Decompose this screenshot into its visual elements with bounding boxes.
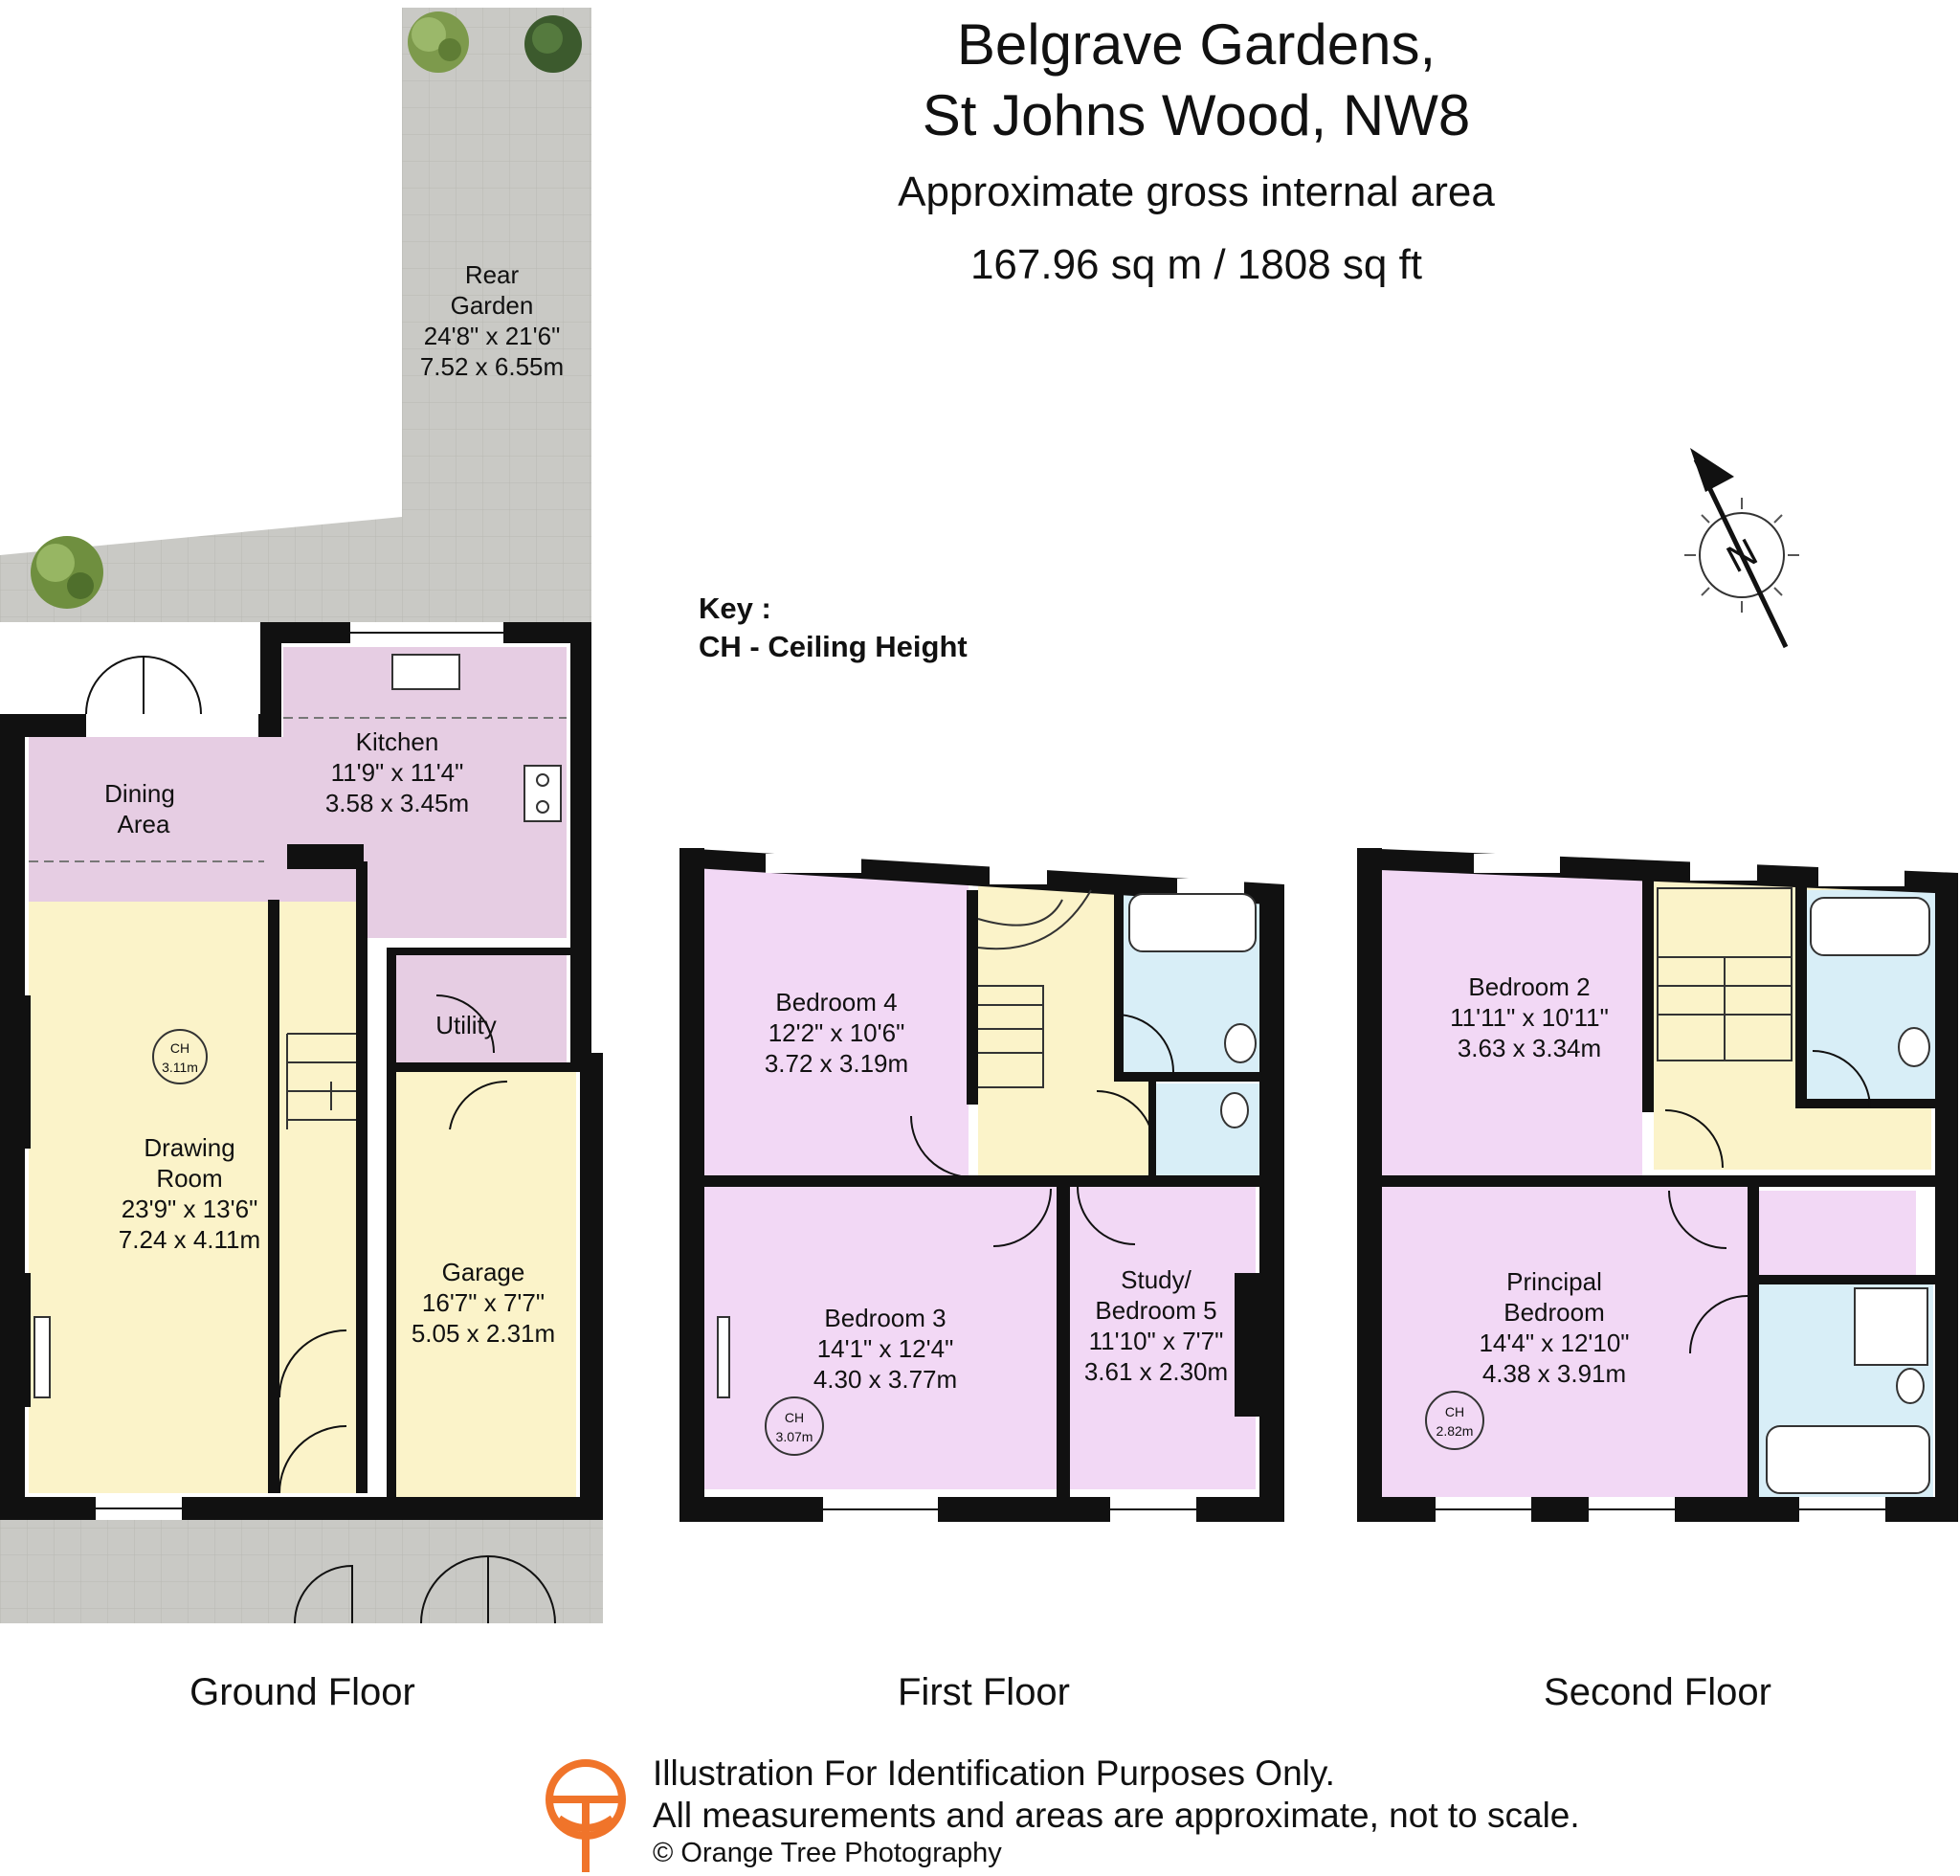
bedroom2-name: Bedroom 2: [1468, 972, 1590, 1001]
bedroom4-floor: [704, 867, 969, 1175]
front-paving: [0, 1520, 603, 1623]
garage-imperial: 16'7" x 7'7": [422, 1288, 545, 1317]
bedroom2-imperial: 11'11" x 10'11": [1450, 1003, 1609, 1032]
drawing-imperial: 23'9" x 13'6": [122, 1195, 258, 1223]
study-metric: 3.61 x 2.30m: [1084, 1357, 1228, 1386]
first-wc-floor: [1150, 1083, 1273, 1175]
wardrobe-floor: [1757, 1191, 1916, 1275]
garage-name: Garage: [442, 1258, 525, 1286]
copyright: © Orange Tree Photography: [653, 1838, 1002, 1868]
disclaimer-line-2: All measurements and areas are approxima…: [653, 1796, 1580, 1835]
sink-icon: [391, 654, 460, 690]
area-value: 167.96 sq m / 1808 sq ft: [969, 241, 1423, 288]
hall-floor: [278, 902, 364, 1493]
second-floor-plan: Bedroom 2 11'11" x 10'11" 3.63 x 3.34m P…: [1357, 848, 1958, 1522]
svg-text:CH: CH: [1445, 1404, 1464, 1419]
first-floor-walls: [679, 848, 1284, 1522]
first-stairs: [977, 889, 1092, 1088]
bath-icon: [1810, 897, 1930, 956]
principal-name2: Bedroom: [1503, 1298, 1605, 1327]
area-label: Approximate gross internal area: [898, 168, 1495, 215]
drawing-metric: 7.24 x 4.11m: [119, 1225, 260, 1254]
drawing-name1: Drawing: [144, 1133, 234, 1162]
ceiling-height-badge: CH 3.07m: [765, 1396, 824, 1456]
rear-garden-imperial: 24'8" x 21'6": [424, 322, 561, 350]
shower-icon: [1854, 1287, 1928, 1366]
kitchen-metric: 3.58 x 3.45m: [325, 789, 469, 817]
svg-text:2.82m: 2.82m: [1437, 1423, 1474, 1439]
principal-name1: Principal: [1506, 1267, 1602, 1296]
study-floor: [1070, 1187, 1256, 1489]
tree-icon: [524, 15, 582, 73]
dining-name1: Dining: [104, 779, 175, 808]
ground-floor-label: Ground Floor: [189, 1671, 415, 1713]
bedroom4-name: Bedroom 4: [775, 988, 897, 1016]
garage-metric: 5.05 x 2.31m: [412, 1319, 555, 1348]
rear-garden-metric: 7.52 x 6.55m: [420, 352, 564, 381]
bedroom3-imperial: 14'1" x 12'4": [817, 1334, 954, 1363]
svg-text:CH: CH: [785, 1410, 804, 1425]
study-imperial: 11'10" x 7'7": [1089, 1327, 1224, 1355]
tree-icon: [408, 11, 469, 73]
principal-imperial: 14'4" x 12'10": [1479, 1329, 1629, 1357]
bath-icon: [1766, 1425, 1930, 1494]
key-entry: CH - Ceiling Height: [699, 630, 968, 663]
bedroom3-floor: [704, 1187, 1057, 1489]
drawing-room-floor: [29, 902, 268, 1493]
bedroom2-floor: [1382, 867, 1642, 1175]
rear-garden-area: [0, 8, 591, 622]
utility-name: Utility: [435, 1011, 497, 1039]
rear-garden-name2: Garden: [451, 291, 534, 320]
principal-metric: 4.38 x 3.91m: [1482, 1359, 1626, 1388]
svg-text:3.11m: 3.11m: [162, 1060, 198, 1075]
toilet-icon: [1224, 1023, 1257, 1063]
svg-text:3.07m: 3.07m: [776, 1429, 813, 1444]
principal-bedroom-floor: [1382, 1187, 1748, 1507]
dining-name2: Area: [118, 810, 170, 838]
orange-tree-logo: [546, 1759, 626, 1872]
bedroom3-name: Bedroom 3: [824, 1304, 946, 1332]
second-floor-label: Second Floor: [1544, 1671, 1771, 1713]
bath-icon: [1128, 893, 1257, 952]
tree-icon: [31, 536, 103, 609]
kitchen-floor: [283, 647, 567, 938]
utility-floor: [394, 948, 567, 1072]
ceiling-height-badge: CH 3.11m: [152, 1029, 208, 1084]
study-name1: Study/: [1121, 1265, 1192, 1294]
ground-floor-plan: Rear Garden 24'8" x 21'6" 7.52 x 6.55m K…: [0, 8, 603, 1624]
study-name2: Bedroom 5: [1095, 1296, 1216, 1325]
ground-stairs: [286, 1033, 356, 1129]
dining-floor: [29, 737, 283, 902]
svg-text:CH: CH: [170, 1040, 189, 1056]
door-arc: [294, 1564, 353, 1624]
compass-icon: N: [1684, 448, 1799, 649]
disclaimer-line-1: Illustration For Identification Purposes…: [653, 1753, 1335, 1793]
kitchen-imperial: 11'9" x 11'4": [331, 758, 464, 787]
key-title: Key :: [699, 592, 771, 625]
address-line-2: St Johns Wood, NW8: [922, 83, 1471, 147]
address-line-1: Belgrave Gardens,: [956, 12, 1437, 77]
bedroom4-metric: 3.72 x 3.19m: [765, 1049, 908, 1078]
bedroom4-imperial: 12'2" x 10'6": [768, 1018, 905, 1047]
second-stairs: [1657, 887, 1793, 1061]
fireplace-icon: [33, 1316, 51, 1398]
ceiling-height-badge: CH 2.82m: [1425, 1391, 1484, 1450]
rear-garden-name1: Rear: [465, 260, 520, 289]
garage-floor: [394, 1072, 576, 1512]
bedroom3-metric: 4.30 x 3.77m: [813, 1365, 957, 1394]
kitchen-name: Kitchen: [356, 727, 439, 756]
toilet-icon: [1898, 1027, 1930, 1067]
first-floor-label: First Floor: [898, 1671, 1070, 1713]
drawing-name2: Room: [156, 1164, 222, 1193]
first-floor-plan: Bedroom 4 12'2" x 10'6" 3.72 x 3.19m Bed…: [679, 848, 1284, 1522]
bedroom2-metric: 3.63 x 3.34m: [1458, 1034, 1601, 1062]
